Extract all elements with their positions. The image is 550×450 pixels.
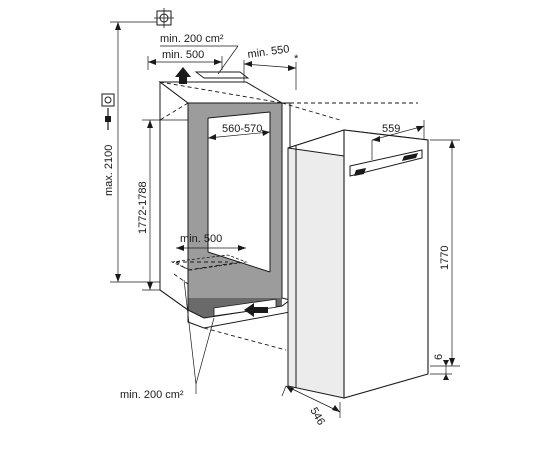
floor-vent-zone [170, 254, 248, 271]
dimension-lines [110, 21, 460, 418]
label-height-1770: 1770 [439, 246, 451, 270]
air-out-arrow-icon [175, 67, 191, 84]
label-min-200-bottom: min. 200 cm² [120, 389, 184, 401]
label-niche-width: 560-570 [222, 123, 262, 135]
label-width-559: 559 [382, 123, 400, 135]
label-min-500-bottom: min. 500 [180, 233, 222, 245]
label-min-500-top: min. 500 [162, 49, 204, 61]
label-min-550-mark: * [294, 53, 299, 65]
air-in-arrow-icon [244, 303, 268, 317]
label-min-200-top: min. 200 cm² [160, 33, 224, 45]
top-vent [194, 71, 250, 79]
niche-cabinet [158, 81, 291, 329]
crosshair-target-icon [154, 8, 174, 28]
label-niche-height: 1772-1788 [137, 181, 149, 234]
power-socket-icon [101, 93, 115, 130]
fridge [287, 129, 429, 399]
label-gap-6: 6 [433, 354, 445, 360]
label-min-550: min. 550 [247, 43, 290, 61]
label-depth-546: 546 [307, 406, 327, 428]
label-max-2100: max. 2100 [103, 145, 115, 196]
